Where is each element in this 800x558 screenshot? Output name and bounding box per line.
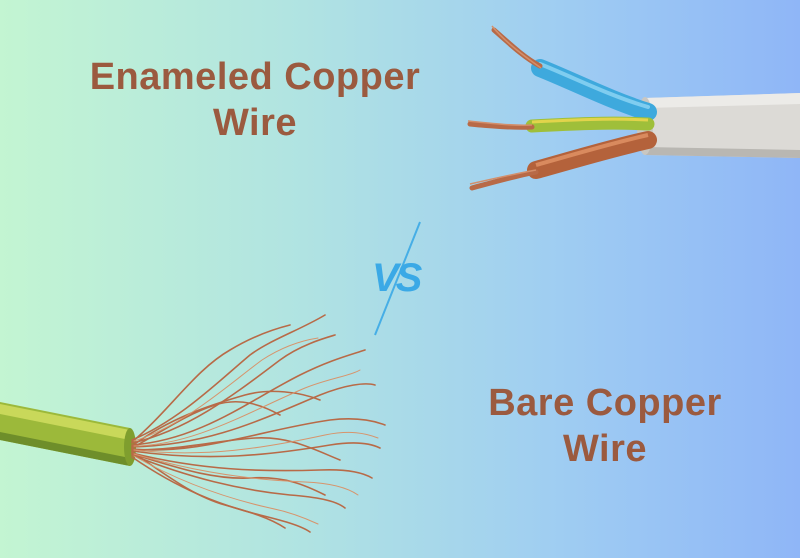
vs-label: VS (372, 256, 422, 300)
vs-divider-slash-icon (374, 221, 421, 336)
enameled-heading-line1: Enameled Copper (89, 56, 421, 98)
bare-copper-wire-heading: Bare Copper Wire (440, 380, 770, 473)
enameled-copper-wire-heading: Enameled Copper Wire (50, 54, 460, 147)
three-core-cable-icon (467, 25, 800, 191)
bare-heading-line2: Wire (562, 428, 647, 471)
bare-heading-line1: Bare Copper (488, 382, 722, 424)
enameled-heading-line2: Wire (212, 102, 297, 145)
stranded-copper-wire-icon (0, 314, 386, 533)
